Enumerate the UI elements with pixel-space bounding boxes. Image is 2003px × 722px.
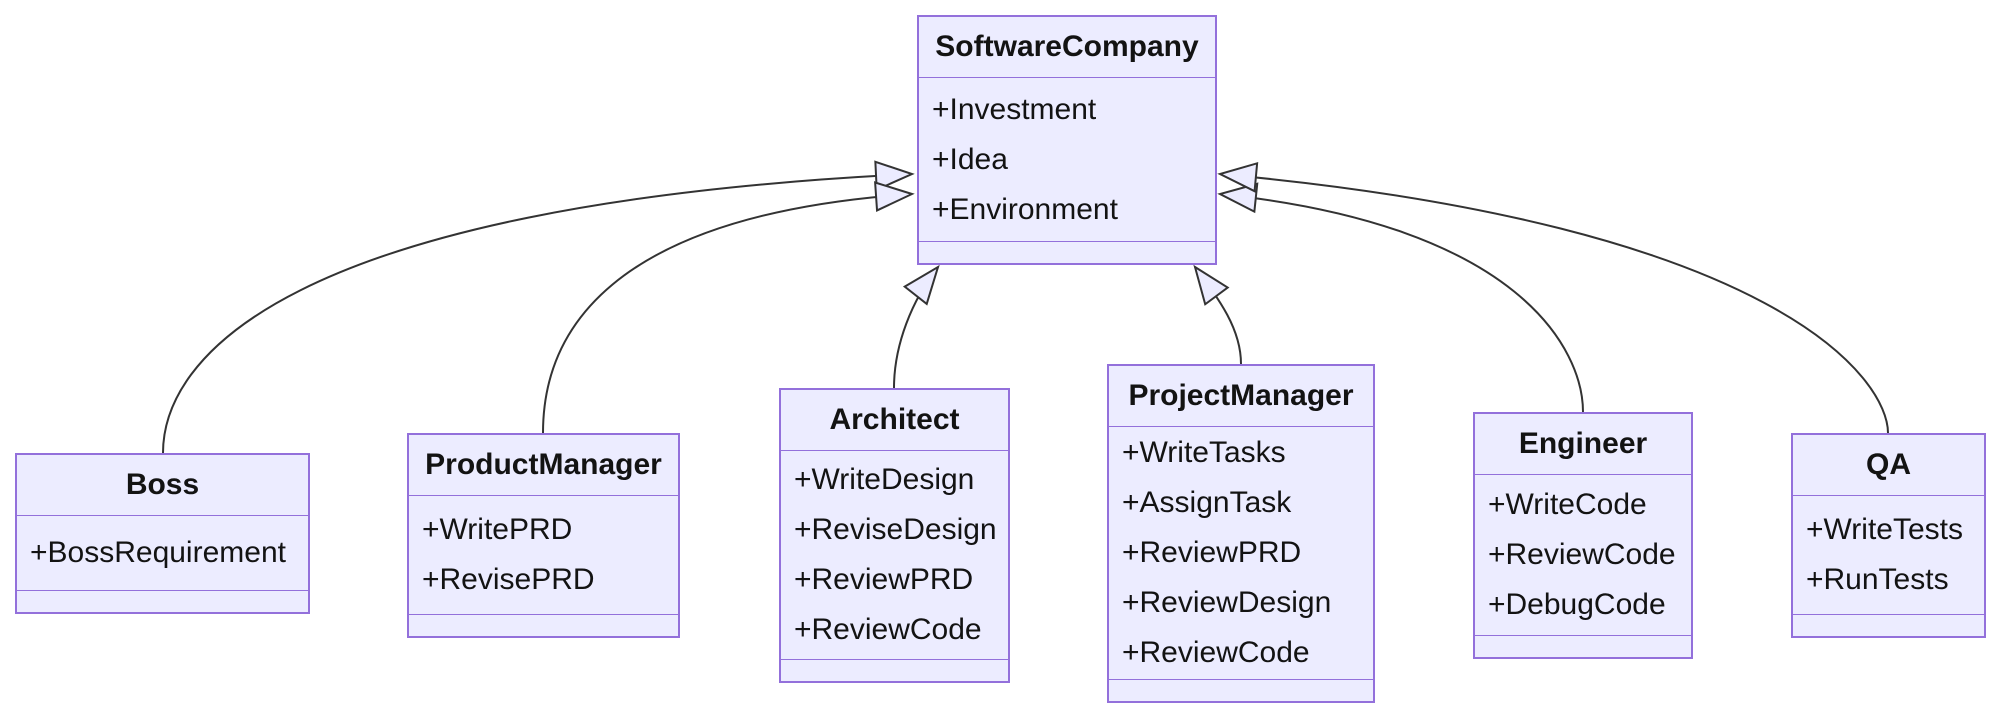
class-attributes: +WriteTests +RunTests	[1793, 496, 1984, 614]
attribute: +Idea	[932, 142, 1008, 176]
class-methods-empty	[1109, 679, 1373, 701]
class-box-productmanager: ProductManager +WritePRD +RevisePRD	[407, 433, 680, 638]
attribute: +ReviewCode	[1122, 636, 1310, 669]
attribute: +WriteDesign	[794, 463, 975, 496]
class-methods-empty	[409, 614, 678, 636]
attribute: +BossRequirement	[30, 536, 286, 569]
class-methods-empty	[1475, 635, 1691, 657]
class-methods-empty	[1793, 614, 1984, 636]
class-attributes: +WritePRD +RevisePRD	[409, 496, 678, 614]
edge-architect-to-softwarecompany	[893, 264, 940, 389]
class-attributes: +Investment +Idea +Environment	[919, 78, 1215, 241]
class-box-softwarecompany: SoftwareCompany +Investment +Idea +Envir…	[917, 15, 1217, 265]
attribute: +WriteTasks	[1122, 436, 1286, 469]
attribute: +ReviseDesign	[794, 513, 997, 546]
class-title: ProductManager	[409, 435, 678, 496]
attribute: +ReviewCode	[1488, 538, 1676, 571]
class-title: Engineer	[1475, 414, 1691, 475]
class-title: SoftwareCompany	[919, 17, 1215, 78]
class-box-projectmanager: ProjectManager +WriteTasks +AssignTask +…	[1107, 364, 1375, 703]
attribute: +WriteCode	[1488, 488, 1647, 521]
class-attributes: +WriteTasks +AssignTask +ReviewPRD +Revi…	[1109, 427, 1373, 679]
class-box-architect: Architect +WriteDesign +ReviseDesign +Re…	[779, 388, 1010, 683]
class-box-boss: Boss +BossRequirement	[15, 453, 310, 614]
attribute: +AssignTask	[1122, 486, 1292, 519]
class-title: Architect	[781, 390, 1008, 451]
class-attributes: +WriteDesign +ReviseDesign +ReviewPRD +R…	[781, 451, 1008, 659]
attribute: +ReviewPRD	[794, 563, 974, 596]
attribute: +ReviewCode	[794, 613, 982, 646]
attribute: +RunTests	[1806, 563, 1949, 596]
attribute: +ReviewPRD	[1122, 536, 1302, 569]
attribute: +ReviewDesign	[1122, 586, 1332, 619]
class-methods-empty	[781, 659, 1008, 681]
attribute: +Investment	[932, 92, 1097, 126]
class-attributes: +BossRequirement	[17, 516, 308, 590]
class-title: QA	[1793, 435, 1984, 496]
class-title: ProjectManager	[1109, 366, 1373, 427]
class-title: Boss	[17, 455, 308, 516]
class-attributes: +WriteCode +ReviewCode +DebugCode	[1475, 475, 1691, 635]
attribute: +Environment	[932, 192, 1118, 226]
edge-projectmanager-to-softwarecompany	[1193, 264, 1242, 365]
attribute: +WritePRD	[422, 513, 573, 546]
attribute: +RevisePRD	[422, 563, 595, 596]
class-box-engineer: Engineer +WriteCode +ReviewCode +DebugCo…	[1473, 412, 1693, 659]
class-box-qa: QA +WriteTests +RunTests	[1791, 433, 1986, 638]
attribute: +DebugCode	[1488, 588, 1666, 621]
attribute: +WriteTests	[1806, 513, 1963, 546]
class-methods-empty	[919, 241, 1215, 263]
class-methods-empty	[17, 590, 308, 612]
